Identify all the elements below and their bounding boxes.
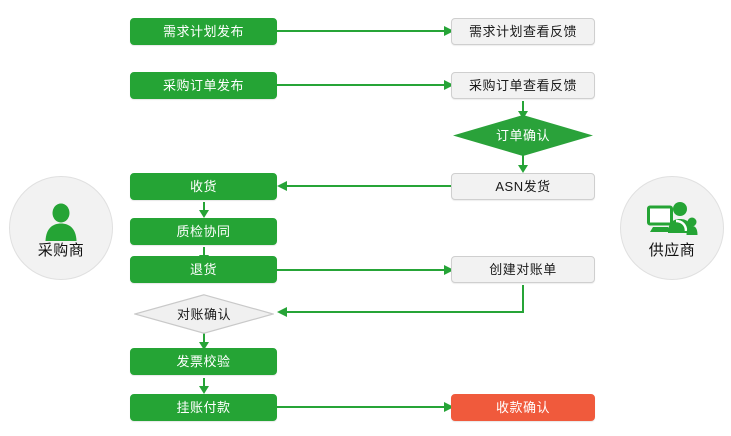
node-receipt-confirm[interactable]: 收款确认 [451,394,595,421]
node-label: 需求计划查看反馈 [468,24,577,39]
edge-po-publish [277,80,454,90]
node-label: 挂账付款 [176,400,231,415]
edge-asn-to-receive [277,181,451,191]
node-label: 质检协同 [176,224,231,239]
node-statement-confirm[interactable]: 对账确认 [134,294,274,334]
node-create-statement[interactable]: 创建对账单 [451,256,595,283]
node-label: 采购订单查看反馈 [468,78,577,93]
node-payment-posting[interactable]: 挂账付款 [130,394,277,421]
node-label: ASN发货 [495,179,551,194]
person-with-monitor-icon [645,199,699,241]
edge-payment-to-receipt [277,402,454,412]
node-label: 创建对账单 [489,262,557,277]
node-order-confirm[interactable]: 订单确认 [453,115,593,156]
node-po-feedback[interactable]: 采购订单查看反馈 [451,72,595,99]
node-label: 需求计划发布 [162,24,244,39]
actor-supplier: 供应商 [620,176,724,280]
edge-order-confirm-to-asn [518,155,528,173]
node-demand-plan-feedback[interactable]: 需求计划查看反馈 [451,18,595,45]
node-label: 发票校验 [176,354,231,369]
edge-demand-plan [277,26,454,36]
node-po-publish[interactable]: 采购订单发布 [130,72,277,99]
actor-supplier-label: 供应商 [648,241,696,259]
node-label: 退货 [189,262,217,277]
node-invoice-verify[interactable]: 发票校验 [130,348,277,375]
node-quality-collab[interactable]: 质检协同 [130,218,277,245]
actor-buyer: 采购商 [9,176,113,280]
node-label: 收款确认 [495,400,550,415]
actor-buyer-label: 采购商 [37,241,85,259]
edge-receive-to-quality [199,202,209,218]
node-label: 采购订单发布 [162,78,244,93]
node-label: 收货 [189,179,217,194]
node-demand-plan-publish[interactable]: 需求计划发布 [130,18,277,45]
edge-invoice-to-payment [199,378,209,394]
node-asn-shipment[interactable]: ASN发货 [451,173,595,200]
node-return-goods[interactable]: 退货 [130,256,277,283]
node-receive-goods[interactable]: 收货 [130,173,277,200]
person-icon [34,199,88,241]
edge-return-to-statement [277,265,454,275]
edge-statement-to-confirm [277,285,524,317]
